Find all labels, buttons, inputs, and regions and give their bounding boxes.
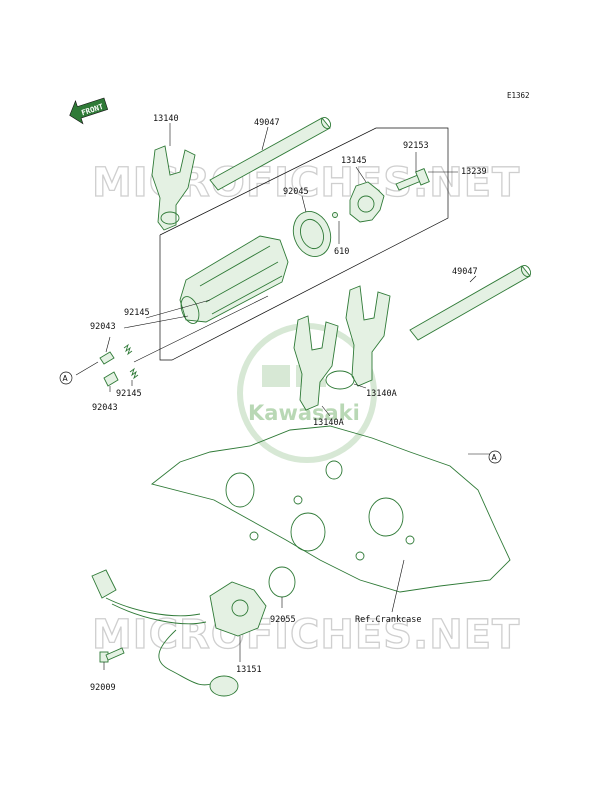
marker-a-left: A: [59, 371, 73, 385]
label-92043-bottom: 92043: [92, 403, 118, 413]
label-49047-top: 49047: [254, 118, 280, 128]
label-13239: 13239: [461, 167, 487, 177]
label-49047-right: 49047: [452, 267, 478, 277]
spring-92145-top: [123, 343, 133, 356]
crankcase: [151, 425, 511, 593]
pin-92043-bottom: [103, 371, 119, 387]
label-92045: 92045: [283, 187, 309, 197]
bearing-92045: [292, 211, 332, 257]
label-92043-top: 92043: [90, 322, 116, 332]
svg-text:A: A: [492, 453, 498, 462]
label-ref-crankcase: Ref.Crankcase: [355, 615, 422, 625]
shift-fork-13140: [151, 145, 196, 231]
label-13140a-bottom: 13140A: [313, 418, 344, 428]
label-92145-top: 92145: [124, 308, 150, 318]
shift-fork-13140a-left: [293, 315, 355, 411]
shift-fork-13140a-right: [345, 285, 391, 387]
marker-a-right: A: [488, 450, 502, 464]
label-92009: 92009: [90, 683, 116, 693]
shift-rod-right: [409, 264, 532, 341]
label-13140: 13140: [153, 114, 179, 124]
front-arrow-icon: FRONT: [69, 97, 109, 125]
label-13140a-right: 13140A: [366, 389, 397, 399]
label-13151: 13151: [236, 665, 262, 675]
pin-610: [332, 212, 338, 218]
label-13145: 13145: [341, 156, 367, 166]
sensor-plug: [209, 675, 239, 697]
label-92145-bottom: 92145: [116, 389, 142, 399]
pin-92043-top: [99, 351, 115, 365]
label-92153: 92153: [403, 141, 429, 151]
leader-lines: [75, 123, 490, 670]
gear-position-sensor-13151: [209, 581, 267, 637]
shift-drum: [179, 235, 289, 324]
spring-92145-bottom: [129, 367, 139, 380]
shift-rod-top: [209, 116, 332, 191]
shift-drum-cam-13145: [349, 181, 385, 223]
label-610: 610: [334, 247, 349, 257]
watermark-bottom: MICROFICHES.NET: [92, 612, 520, 658]
sensor-harness: [105, 597, 217, 686]
o-ring-92055: [268, 566, 296, 598]
bolt-92153: [395, 168, 430, 191]
diagram-code: E1362: [507, 91, 530, 100]
assembly-frame: [159, 127, 449, 361]
sensor-connector: [91, 569, 117, 599]
label-92055: 92055: [270, 615, 296, 625]
svg-text:A: A: [63, 374, 69, 383]
front-label: FRONT: [80, 102, 105, 118]
